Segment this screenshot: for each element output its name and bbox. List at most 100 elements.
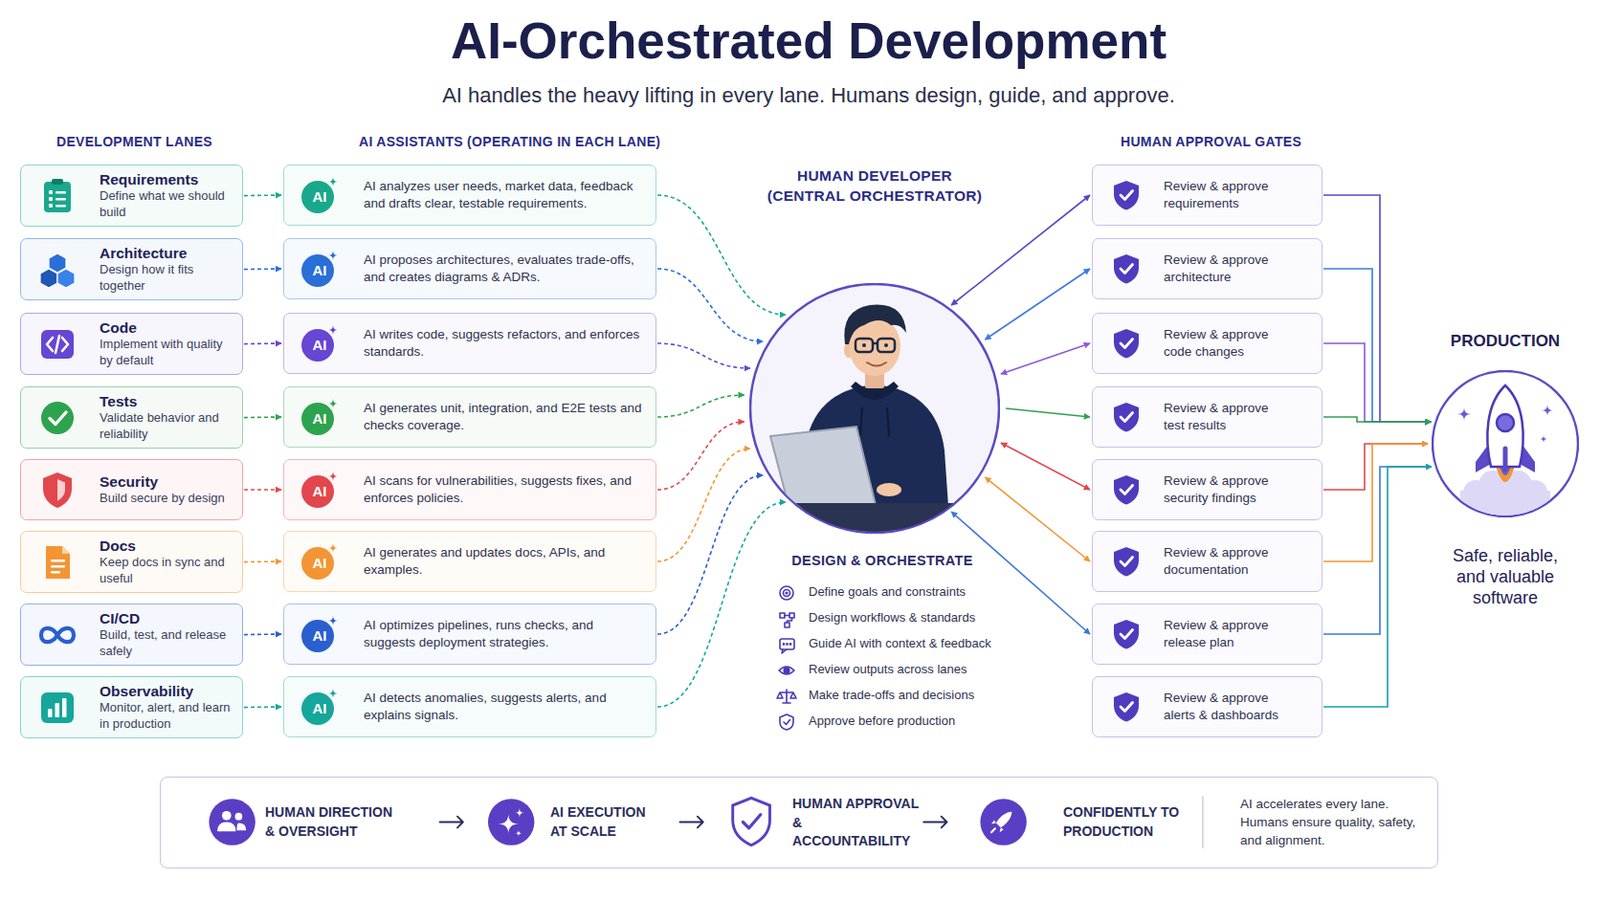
graphic-g	[777, 586, 797, 731]
graphic-path	[1113, 692, 1139, 723]
graphic-rect	[55, 191, 67, 194]
developer-heading: HUMAN DEVELOPER (CENTRAL ORCHESTRATOR)	[764, 166, 985, 207]
graphic-circle	[862, 343, 867, 348]
graphic-path	[1120, 486, 1134, 495]
graphic-path	[1113, 547, 1139, 578]
ai-assistant-box: AI AI proposes architectures, evaluates t…	[283, 238, 657, 300]
approval-gate-box: Review & approve code changes	[1091, 312, 1323, 375]
developer-circle: HUMAN DEVELOPER (CENTRAL ORCHESTRATOR)	[749, 283, 1000, 534]
lane-icon	[38, 250, 77, 289]
connector	[1323, 466, 1432, 635]
graphic-path	[43, 472, 72, 509]
graphic-path	[1113, 620, 1139, 650]
connector	[657, 502, 786, 708]
graphic-circle	[884, 343, 889, 348]
graphic-path	[40, 268, 58, 289]
graphic-circle	[750, 284, 1000, 534]
graphic-path	[440, 817, 464, 829]
connector	[244, 267, 282, 270]
list-item: Guide AI with context & feedback	[808, 636, 992, 653]
lane-heading: Observability	[99, 682, 235, 701]
graphic-rect	[48, 190, 53, 195]
graphic-rect	[41, 330, 74, 359]
graphic-rect	[51, 178, 64, 185]
graphic-circle	[1496, 414, 1514, 432]
graphic-rect	[877, 338, 895, 353]
lane-box: DocsKeep docs in sync and useful	[20, 531, 244, 594]
list-item: Define goals and constraints	[808, 584, 966, 601]
graphic-path	[680, 817, 704, 829]
graphic-path	[866, 362, 887, 367]
connector	[244, 194, 282, 197]
connector	[657, 268, 763, 342]
shield-icon	[1110, 252, 1143, 286]
graphic-path	[784, 616, 793, 624]
lane-heading: Docs	[99, 536, 235, 556]
graphic-rect	[50, 559, 66, 562]
graphic-path	[1113, 254, 1139, 285]
graphic-path	[778, 666, 795, 675]
connector	[657, 395, 745, 418]
ai-assistant-box: AIAI scans for vulnerabilities, suggests…	[283, 459, 657, 521]
ai-badge-label: AI	[301, 263, 338, 278]
graphic-path	[1503, 448, 1509, 470]
connector	[244, 342, 282, 345]
ai-assistant-box: AIAI writes code, suggests refactors, an…	[283, 312, 657, 375]
connector	[1323, 343, 1432, 423]
ai-badge-label: AI	[301, 411, 338, 426]
graphic-path	[1120, 557, 1134, 567]
graphic-circle	[235, 813, 244, 822]
graphic-path	[49, 412, 67, 425]
lane-description: Monitor, alert, and learn in production	[99, 700, 234, 734]
lane-box: CI/CDBuild, test, and release safely	[20, 603, 244, 667]
shield-icon	[1110, 178, 1143, 212]
shield-icon	[1110, 400, 1143, 434]
graphic-rect	[855, 338, 873, 353]
connector	[657, 195, 786, 315]
connector	[1000, 343, 1090, 375]
graphic-circle	[779, 586, 794, 600]
ai-assistant-box: AIAI detects anomalies, suggests alerts,…	[283, 676, 657, 738]
lane-description: Implement with quality by default	[99, 336, 234, 370]
graphic-path	[1113, 402, 1139, 433]
connector	[1323, 466, 1432, 708]
graphic-circle	[208, 799, 255, 845]
graphic-rect	[44, 181, 71, 213]
graphic-path	[733, 798, 771, 845]
graphic-circle	[785, 592, 788, 595]
graphic-g	[1457, 404, 1554, 444]
production-heading: PRODUCTION	[1428, 332, 1582, 352]
lane-icon	[38, 543, 77, 582]
graphic-path	[217, 822, 236, 833]
lane-description: Build, test, and release safely	[99, 627, 234, 661]
ai-description: AI proposes architectures, evaluates tra…	[363, 251, 646, 286]
lane-heading: Architecture	[99, 244, 235, 263]
graphic-rect	[48, 203, 53, 208]
gate-label: Review & approve architecture	[1163, 251, 1289, 286]
graphic-path	[62, 546, 70, 555]
graphic-circle	[979, 799, 1026, 845]
column-heading: DEVELOPMENT LANES	[56, 133, 213, 151]
lane-heading: Security	[99, 472, 235, 491]
graphic-line	[872, 342, 878, 346]
production-caption: Safe, reliable, and valuable software	[1439, 546, 1572, 610]
graphic-circle	[782, 644, 784, 645]
graphic-circle	[783, 590, 791, 598]
graphic-path	[328, 616, 338, 626]
graphic-rect	[50, 571, 61, 574]
ai-description: AI detects anomalies, suggests alerts, a…	[363, 689, 646, 724]
graphic-path	[923, 817, 947, 829]
graphic-path	[1120, 265, 1134, 274]
gate-label: Review & approve test results	[1163, 400, 1289, 434]
graphic-circle	[41, 401, 74, 435]
column-heading: AI ASSISTANTS (OPERATING IN EACH LANE)	[358, 133, 661, 151]
lane-box: ArchitectureDesign how it fits together	[20, 238, 244, 301]
lane-description: Define what we should build	[99, 188, 234, 222]
graphic-path	[41, 627, 74, 642]
graphic-path	[844, 305, 907, 345]
lane-heading: Tests	[99, 392, 235, 411]
graphic-path	[781, 649, 787, 654]
connector	[1323, 444, 1428, 562]
graphic-path	[777, 689, 797, 704]
rocket-illustration	[1431, 370, 1579, 518]
